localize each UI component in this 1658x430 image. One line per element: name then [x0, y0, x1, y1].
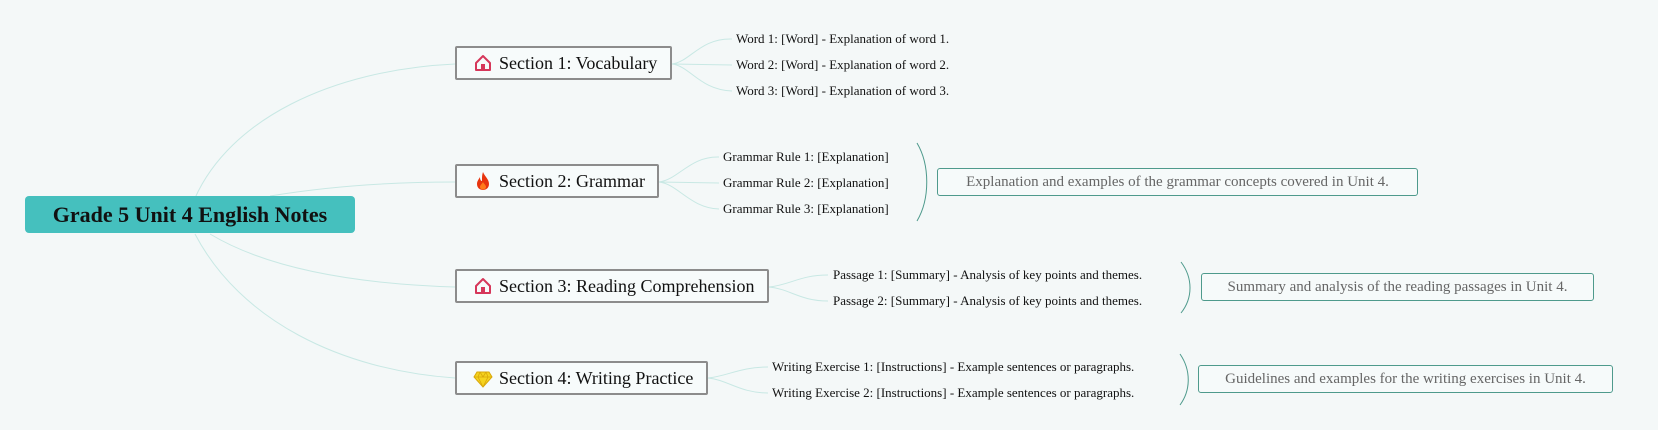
- section-2-item-1[interactable]: Grammar Rule 1: [Explanation]: [723, 149, 889, 164]
- connector-s1-item-2: [671, 63, 733, 66]
- house-icon: [473, 276, 493, 296]
- section-label: Section 1: Vocabulary: [499, 52, 658, 73]
- connector-s4-item-1: [707, 366, 769, 379]
- section-label: Section 2: Grammar: [499, 170, 645, 191]
- root-node-label: Grade 5 Unit 4 English Notes: [52, 201, 328, 227]
- section-1-item-3[interactable]: Word 3: [Word] - Explanation of word 3.: [736, 83, 950, 98]
- section-3-item-1[interactable]: Passage 1: [Summary] - Analysis of key p…: [833, 267, 1143, 282]
- connector-s1-item-1: [671, 38, 733, 65]
- gem-icon: [473, 368, 493, 388]
- connector-s2-item-2: [658, 181, 720, 184]
- connector-s4-item-2: [707, 377, 769, 394]
- section-label: Section 4: Writing Practice: [499, 367, 694, 388]
- section-3-item-2[interactable]: Passage 2: [Summary] - Analysis of key p…: [833, 293, 1143, 308]
- connector-root-section-2: [269, 181, 456, 197]
- connector-root-section-1: [194, 63, 456, 199]
- section-4-summary[interactable]: Guidelines and examples for the writing …: [1198, 365, 1613, 393]
- connector-s2-item-1: [658, 156, 720, 183]
- section-node-grammar[interactable]: Section 2: Grammar: [455, 164, 659, 198]
- summary-bracket-section-2: [916, 142, 928, 222]
- connector-s1-item-3: [671, 63, 733, 92]
- section-2-summary[interactable]: Explanation and examples of the grammar …: [937, 168, 1418, 196]
- fire-icon: [473, 171, 493, 191]
- summary-bracket-section-4: [1179, 353, 1189, 406]
- summary-bracket-section-3: [1180, 261, 1191, 314]
- root-node[interactable]: Grade 5 Unit 4 English Notes: [25, 196, 355, 233]
- connector-root-section-3: [209, 233, 456, 288]
- section-1-item-2[interactable]: Word 2: [Word] - Explanation of word 2.: [736, 57, 950, 72]
- summary-label: Explanation and examples of the grammar …: [966, 173, 1389, 190]
- section-1-item-1[interactable]: Word 1: [Word] - Explanation of word 1.: [736, 31, 950, 46]
- summary-label: Summary and analysis of the reading pass…: [1227, 278, 1568, 295]
- connector-s3-item-1: [768, 274, 829, 288]
- summary-label: Guidelines and examples for the writing …: [1225, 370, 1586, 387]
- house-icon: [473, 53, 493, 73]
- connector-root-section-4: [194, 233, 456, 379]
- section-4-item-1[interactable]: Writing Exercise 1: [Instructions] - Exa…: [772, 359, 1135, 374]
- connector-s2-item-3: [658, 181, 720, 210]
- section-label: Section 3: Reading Comprehension: [499, 275, 755, 296]
- connector-s3-item-2: [768, 286, 829, 302]
- section-3-summary[interactable]: Summary and analysis of the reading pass…: [1201, 273, 1594, 301]
- section-node-reading-comprehension[interactable]: Section 3: Reading Comprehension: [455, 269, 769, 303]
- section-2-item-2[interactable]: Grammar Rule 2: [Explanation]: [723, 175, 889, 190]
- section-node-writing-practice[interactable]: Section 4: Writing Practice: [455, 361, 708, 395]
- section-node-vocabulary[interactable]: Section 1: Vocabulary: [455, 46, 672, 80]
- section-2-item-3[interactable]: Grammar Rule 3: [Explanation]: [723, 201, 889, 216]
- section-4-item-2[interactable]: Writing Exercise 2: [Instructions] - Exa…: [772, 385, 1135, 400]
